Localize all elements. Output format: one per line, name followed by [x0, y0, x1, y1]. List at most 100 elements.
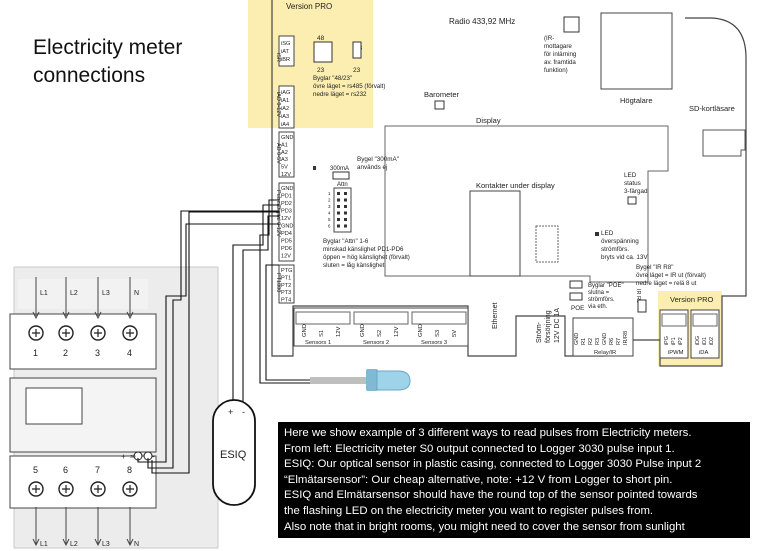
svg-text:övre läget = IR ut (förvalt): övre läget = IR ut (förvalt) [636, 272, 706, 279]
svg-text:nedre läget = relä 8 ut: nedre läget = relä 8 ut [636, 280, 697, 287]
jumper-ir-r8 [637, 299, 647, 313]
meter-terminal-number-4: 4 [127, 348, 132, 358]
jumper-48-23-a [313, 41, 333, 63]
ipwm-screws [661, 313, 687, 327]
svg-text:överspänning: överspänning [601, 238, 639, 245]
meter-terminal-number-3: 3 [95, 348, 100, 358]
ad-pin-5v: 5V [281, 165, 288, 171]
led-sensor [310, 369, 411, 391]
sensor-1-pin-12v: 12V [336, 327, 342, 337]
ad-side-label: AD 0-5V [275, 143, 281, 164]
pt-pin-ptg: PTG [281, 268, 293, 274]
meter-terminal-number-7: 7 [95, 465, 100, 475]
attn-pin-4-b [344, 211, 347, 215]
attn-pin-1-b [344, 192, 347, 195]
sensor-group-2-screws [353, 311, 409, 325]
ad-pin-a3: A3 [281, 157, 288, 163]
pulse-pin-pd3: PD3 [281, 209, 292, 215]
relay-pin-r2: R2 [588, 338, 594, 345]
meter-top-line-label-l1: L1 [40, 290, 48, 297]
esiq-body [212, 399, 256, 506]
svg-text:via eth.: via eth. [588, 304, 608, 310]
pulse-side-label: Pulse/Digital 0-12V [275, 190, 281, 237]
svg-text:slutna =: slutna = [588, 290, 610, 296]
meter-top-line-label-n: N [134, 290, 139, 297]
label-ir-r8: IR R8 [635, 289, 641, 303]
ipwm-pin-ip1: iP1 [671, 337, 677, 345]
iad-pin-ia4: iA4 [281, 122, 289, 128]
meter-screw-slot-3 [94, 329, 102, 337]
sensor-3-pin-s3: S3 [435, 330, 441, 337]
led-status-note: LED status 3-färgad [624, 172, 648, 195]
wire-meter-minus [151, 211, 279, 474]
svg-text:används ej: används ej [357, 164, 387, 171]
caption-line-3: ESIQ: Our optical sensor in plastic casi… [284, 458, 702, 471]
pulse-pin-pd6: PD6 [281, 246, 292, 252]
pulse-pin-pd1: PD1 [281, 194, 292, 200]
caption-line-4: “Elmätarsensor”: Our cheap alternative, … [284, 473, 673, 486]
ida-label: iDA [699, 350, 708, 356]
pt-pin-pt2: PT2 [281, 283, 291, 289]
meter-bottom-arrow-l2 [62, 538, 70, 547]
contacts-under-display-label: Kontakter under display [476, 181, 555, 190]
wire-led-long [259, 199, 312, 384]
label-poe: POE [571, 305, 584, 312]
bygel-48-23-note: Byglar "48/23" övre läget = rs485 (förva… [313, 75, 385, 98]
meter-top-arrow-l3 [94, 311, 102, 320]
jumper-23-label: 23 [317, 67, 325, 74]
meter-screw-slot-4 [126, 329, 134, 337]
meter-screw-slot-5 [32, 485, 40, 493]
jumper-48-23-b [352, 41, 362, 59]
bygel-attn-note: Byglar "Attn" 1-6 minskad känslighet PD1… [323, 238, 410, 269]
pt-side-label: PT1000 [275, 273, 281, 292]
ir-note: (IR- mottagare för inlärning av. framtid… [544, 35, 577, 74]
attn-num-6: 6 [328, 224, 331, 229]
svg-text:Ström-: Ström- [536, 321, 543, 343]
attn-pin-5-b [344, 218, 347, 221]
display-connector [469, 190, 521, 277]
attn-num-5: 5 [328, 217, 331, 222]
ethernet-label: Ethernet [492, 302, 499, 329]
svg-text:bryts vid ca. 13V: bryts vid ca. 13V [601, 254, 648, 261]
relay-pin-r6: R6 [609, 338, 615, 345]
relay-pin-r7: R7 [616, 338, 622, 345]
esiq-minus: - [242, 407, 245, 417]
meter-bottom-line-label-l1: L1 [40, 541, 48, 548]
iad-pin-ia2: iA2 [281, 106, 289, 112]
meter-screw-slot-8 [126, 485, 134, 493]
pulse-pin-12v: 12V [281, 254, 291, 260]
svg-text:mottagare: mottagare [544, 43, 572, 50]
relay-label: Relay/IR [594, 350, 616, 356]
speaker-label: Högtalare [620, 96, 653, 105]
meter-bottom-arrow-n [126, 538, 134, 547]
ad-pin-12v: 12V [281, 172, 291, 178]
ad-pin-gnd: GND [281, 135, 293, 141]
meter-bottom-terminal-block [9, 455, 157, 509]
sensor-1-pin-gnd: GND [302, 324, 308, 337]
ir-receiver [563, 16, 580, 33]
wire-meter-plus [137, 223, 279, 463]
sensor-2-pin-gnd: GND [360, 324, 366, 337]
attn-pin-4-a [337, 211, 340, 215]
attn-pin-2-b [344, 198, 347, 202]
meter-screw-slot-1 [32, 329, 40, 337]
pt-pin-pt4: PT4 [281, 298, 291, 304]
meter-bottom-line-label-l2: L2 [70, 541, 78, 548]
sensor-group-1-screws [295, 311, 351, 325]
meter-screw-slot-6 [62, 485, 70, 493]
caption-line-7: Also note that in bright rooms, you migh… [284, 520, 685, 533]
sensor-3-pin-5v: 5V [452, 330, 458, 337]
sensor-2-pin-s2: S2 [377, 330, 383, 337]
attn-pin-1-a [337, 192, 340, 195]
attn-pin-3-b [344, 205, 347, 208]
ad-pin-a1: A1 [281, 142, 288, 148]
svg-text:Byglar "48/23": Byglar "48/23" [313, 75, 352, 82]
svg-text:12V DC 1A: 12V DC 1A [554, 308, 561, 343]
ida-pin-id1: iD1 [702, 337, 708, 345]
svg-text:strömförs.: strömförs. [601, 246, 629, 253]
attn-num-3: 3 [328, 204, 331, 209]
